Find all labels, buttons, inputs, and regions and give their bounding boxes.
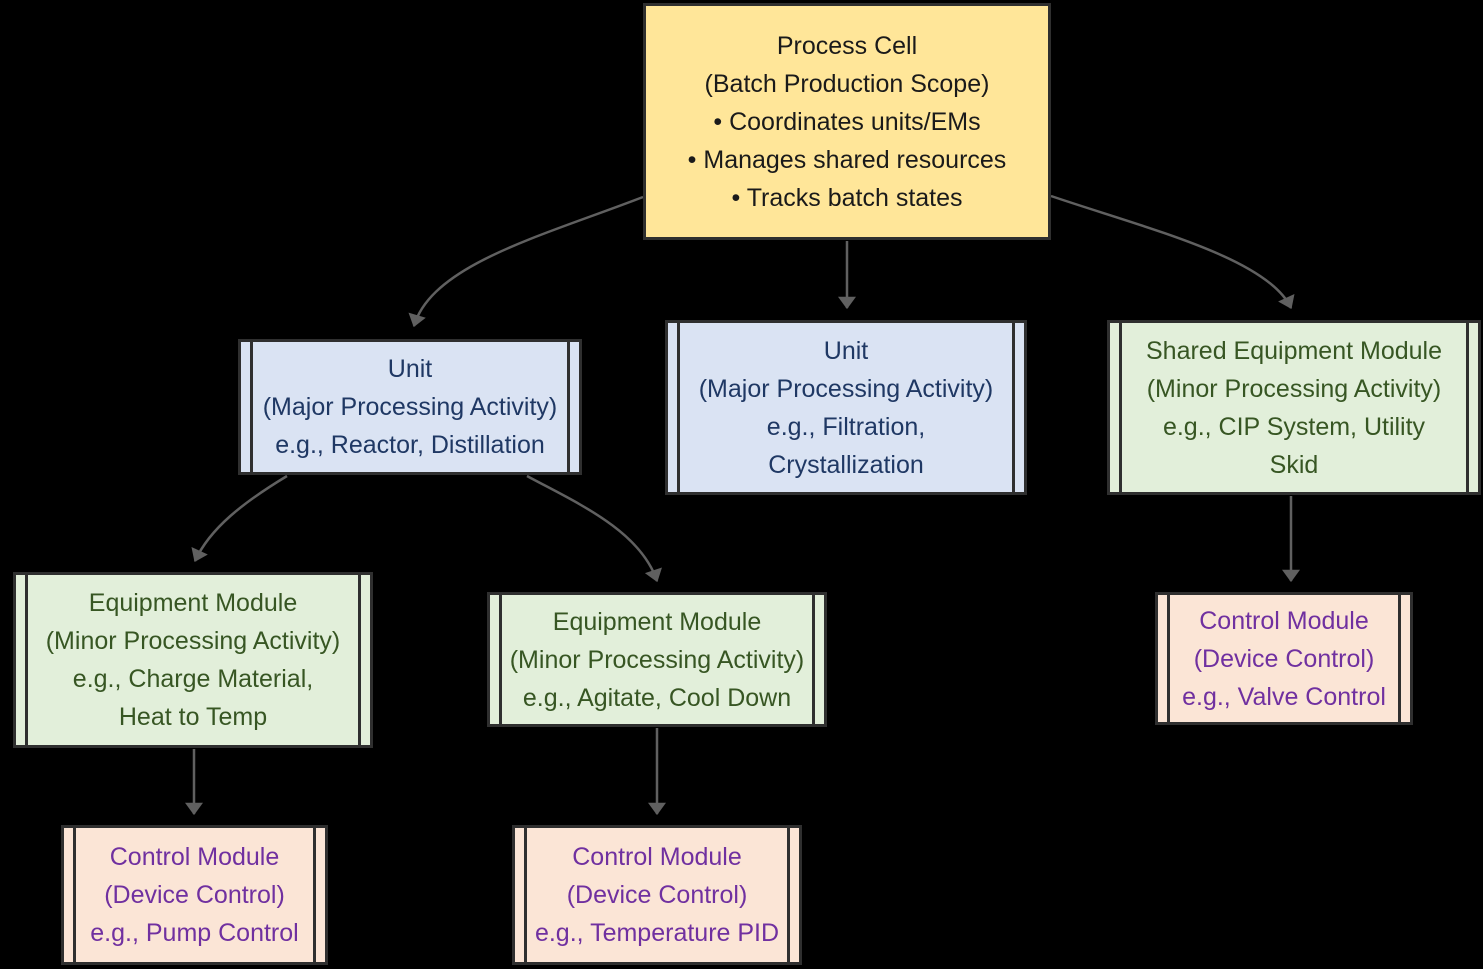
node-example: e.g., Temperature PID bbox=[534, 919, 780, 947]
node-title: Equipment Module bbox=[88, 589, 298, 617]
node-title: Control Module bbox=[109, 843, 280, 871]
node-subtitle: (Minor Processing Activity) bbox=[509, 645, 805, 674]
node-subtitle: (Device Control) bbox=[1193, 644, 1375, 673]
node-example: Heat to Temp bbox=[118, 703, 268, 731]
node-subtitle: (Device Control) bbox=[566, 881, 748, 909]
node-title: Unit bbox=[823, 336, 869, 365]
node-subtitle: (Minor Processing Activity) bbox=[45, 627, 341, 655]
node-unit-2: Unit (Major Processing Activity) e.g., F… bbox=[665, 320, 1027, 495]
node-process-cell: Process Cell (Batch Production Scope) • … bbox=[643, 3, 1051, 240]
node-subtitle: (Batch Production Scope) bbox=[704, 69, 990, 98]
node-example: Crystallization bbox=[768, 450, 924, 479]
node-bullet: • Coordinates units/EMs bbox=[713, 107, 981, 136]
node-title: Control Module bbox=[572, 843, 742, 871]
node-control-module-2: Control Module (Device Control) e.g., Te… bbox=[512, 825, 802, 965]
node-control-module-shared: Control Module (Device Control) e.g., Va… bbox=[1155, 592, 1413, 725]
node-example: e.g., Valve Control bbox=[1182, 682, 1386, 711]
node-example: e.g., CIP System, Utility bbox=[1162, 412, 1426, 441]
node-equipment-module-2: Equipment Module (Minor Processing Activ… bbox=[487, 592, 827, 727]
node-bullet: • Manages shared resources bbox=[687, 145, 1007, 174]
node-example: e.g., Pump Control bbox=[90, 919, 299, 947]
node-unit-1: Unit (Major Processing Activity) e.g., R… bbox=[238, 339, 582, 475]
edge-process-cell-to-unit-1 bbox=[408, 195, 644, 328]
node-title: Shared Equipment Module bbox=[1145, 336, 1443, 365]
node-title: Unit bbox=[387, 355, 433, 383]
edge-process-cell-to-shared-equipment-module bbox=[1050, 194, 1295, 310]
node-example: e.g., Charge Material, bbox=[72, 665, 314, 693]
node-equipment-module-1: Equipment Module (Minor Processing Activ… bbox=[13, 572, 373, 748]
edge-unit-1-to-equipment-module-2 bbox=[526, 474, 662, 583]
node-subtitle: (Device Control) bbox=[104, 881, 285, 909]
node-title: Equipment Module bbox=[552, 607, 762, 636]
node-subtitle: (Major Processing Activity) bbox=[698, 374, 994, 403]
node-example: e.g., Filtration, bbox=[766, 412, 926, 441]
node-example: e.g., Agitate, Cool Down bbox=[522, 683, 792, 712]
node-bullet: • Tracks batch states bbox=[731, 183, 963, 212]
node-title: Process Cell bbox=[776, 31, 918, 60]
node-control-module-1: Control Module (Device Control) e.g., Pu… bbox=[61, 825, 328, 965]
node-subtitle: (Minor Processing Activity) bbox=[1146, 374, 1442, 403]
node-example: e.g., Reactor, Distillation bbox=[275, 431, 545, 459]
node-title: Control Module bbox=[1199, 606, 1369, 635]
node-shared-equipment-module: Shared Equipment Module (Minor Processin… bbox=[1107, 320, 1481, 495]
node-subtitle: (Major Processing Activity) bbox=[262, 393, 558, 421]
edge-unit-1-to-equipment-module-1 bbox=[191, 474, 288, 563]
node-example: Skid bbox=[1269, 450, 1319, 479]
